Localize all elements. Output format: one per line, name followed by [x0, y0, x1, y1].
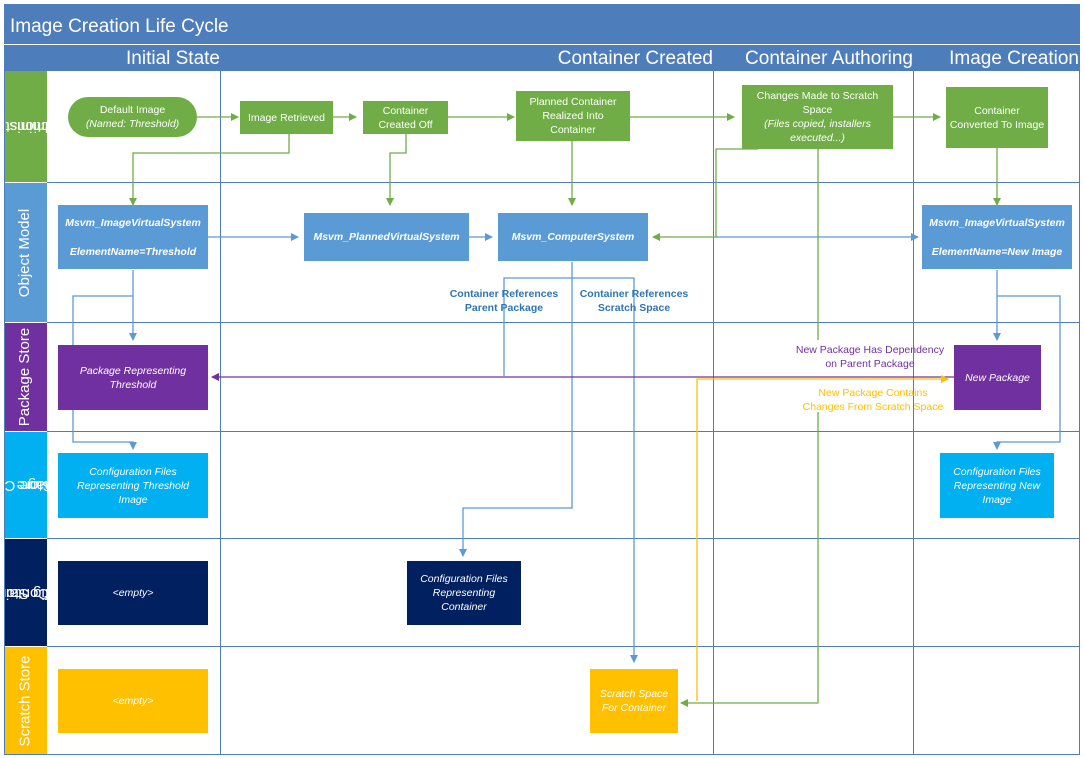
note-ref-scratch-space: Container References Scratch Space [579, 288, 689, 314]
default-image-node[interactable]: Default Image (Named: Threshold) [68, 97, 197, 137]
image-virtual-system-threshold[interactable]: Msvm_ImageVirtualSystem ElementName=Thre… [58, 205, 208, 269]
lane-container-config-store: ContainerConfig Store [0, 539, 76, 646]
planned-container-realized-node[interactable]: Planned Container Realized Into Containe… [516, 91, 630, 141]
scratch-empty[interactable]: <empty> [58, 669, 208, 733]
lane-admin-actions: AdministrativeActions [0, 70, 64, 182]
note-ref-parent-package: Container References Parent Package [449, 288, 559, 314]
phase-header-row [4, 45, 1080, 70]
image-virtual-system-new[interactable]: Msvm_ImageVirtualSystem ElementName=New … [922, 205, 1072, 269]
converted-to-image-node[interactable]: Container Converted To Image [946, 87, 1048, 148]
note-contains-changes: New Package Contains Changes From Scratc… [802, 387, 944, 413]
image-retrieved-node[interactable]: Image Retrieved [240, 101, 333, 134]
container-config-files[interactable]: Configuration Files Representing Contain… [407, 561, 521, 625]
changes-made-sublabel: (Files copied, installers executed...) [764, 118, 871, 144]
page-title: Image Creation Life Cycle [4, 4, 1080, 44]
package-new[interactable]: New Package [954, 345, 1041, 410]
image-vs-2-element-name: ElementName=New Image [931, 245, 1063, 258]
image-config-threshold[interactable]: Configuration Files Representing Thresho… [58, 453, 208, 518]
note-dependency-parent: New Package Has Dependency on Parent Pac… [795, 344, 945, 370]
phase-container-authoring: Container Authoring [745, 48, 913, 69]
phase-image-creation: Image Creation [949, 48, 1079, 69]
lane-object-model: Object Model [4, 183, 47, 322]
image-vs-1-label: Msvm_ImageVirtualSystem [65, 216, 201, 229]
package-threshold[interactable]: Package Representing Threshold [58, 345, 208, 410]
phase-container-created: Container Created [557, 48, 713, 69]
image-vs-2-label: Msvm_ImageVirtualSystem [929, 216, 1065, 229]
container-config-empty[interactable]: <empty> [58, 561, 208, 625]
planned-virtual-system[interactable]: Msvm_PlannedVirtualSystem [304, 213, 469, 261]
container-created-node[interactable]: Container Created Off [363, 101, 448, 134]
image-vs-1-element-name: ElementName=Threshold [69, 245, 197, 258]
lane-scratch-store: Scratch Store [4, 647, 47, 754]
computer-system[interactable]: Msvm_ComputerSystem [498, 213, 648, 261]
scratch-space-container[interactable]: Scratch Space For Container [590, 669, 678, 733]
changes-made-node[interactable]: Changes Made to Scratch Space (Files cop… [742, 85, 893, 149]
changes-made-label: Changes Made to Scratch Space [756, 90, 879, 116]
image-config-new[interactable]: Configuration Files Representing New Ima… [940, 453, 1054, 518]
default-image-label: Default Image [99, 104, 166, 116]
phase-initial-state: Initial State [126, 48, 220, 69]
default-image-sublabel: (Named: Threshold) [85, 118, 180, 130]
lane-package-store: Package Store [4, 323, 47, 431]
